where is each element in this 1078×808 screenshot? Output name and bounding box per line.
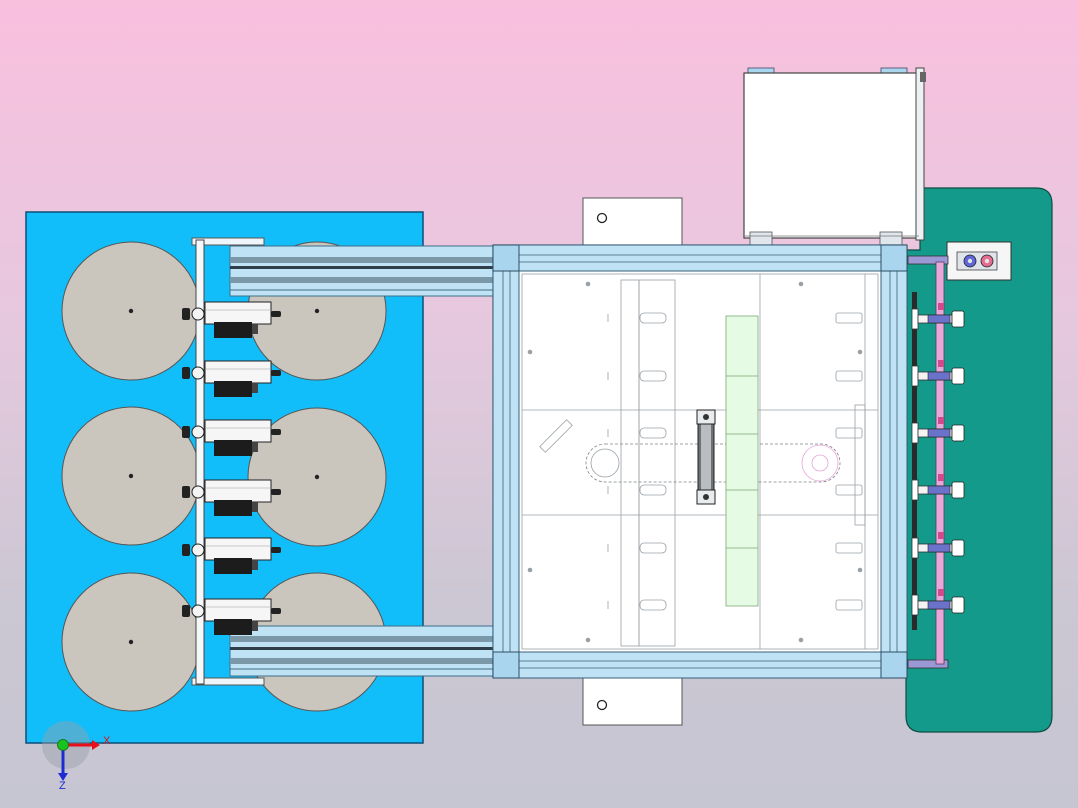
handle[interactable] bbox=[696, 409, 716, 505]
electrical-enclosure[interactable] bbox=[743, 67, 926, 247]
coordinate-triad-icon: X Z bbox=[42, 721, 111, 792]
tensioner-bar[interactable] bbox=[191, 237, 265, 686]
lower-rail[interactable] bbox=[229, 625, 501, 677]
guide-roller-column[interactable] bbox=[907, 255, 949, 669]
clamp-unit[interactable] bbox=[182, 301, 281, 338]
guide-roller[interactable] bbox=[911, 303, 965, 330]
bottom-mount-plate[interactable] bbox=[582, 675, 683, 726]
clamp-unit[interactable] bbox=[182, 598, 281, 635]
guide-roller[interactable] bbox=[911, 360, 965, 387]
upper-rail[interactable] bbox=[229, 245, 501, 297]
guide-roller[interactable] bbox=[911, 532, 965, 559]
guide-rollers[interactable] bbox=[911, 303, 965, 616]
clamp-unit[interactable] bbox=[182, 537, 281, 574]
guide-roller[interactable] bbox=[911, 417, 965, 444]
green-slide[interactable] bbox=[725, 315, 759, 607]
clamp-unit[interactable] bbox=[182, 360, 281, 397]
control-box-icon[interactable] bbox=[946, 241, 1012, 281]
guide-roller[interactable] bbox=[911, 589, 965, 616]
conveyor-mechanism[interactable] bbox=[521, 273, 879, 650]
top-mount-plate[interactable] bbox=[582, 197, 683, 251]
clamp-units[interactable] bbox=[182, 301, 281, 635]
clamp-unit[interactable] bbox=[182, 419, 281, 456]
x-axis-label: X bbox=[103, 735, 111, 747]
z-axis-label: Z bbox=[59, 780, 66, 792]
clamp-unit[interactable] bbox=[182, 479, 281, 516]
guide-roller[interactable] bbox=[911, 474, 965, 501]
